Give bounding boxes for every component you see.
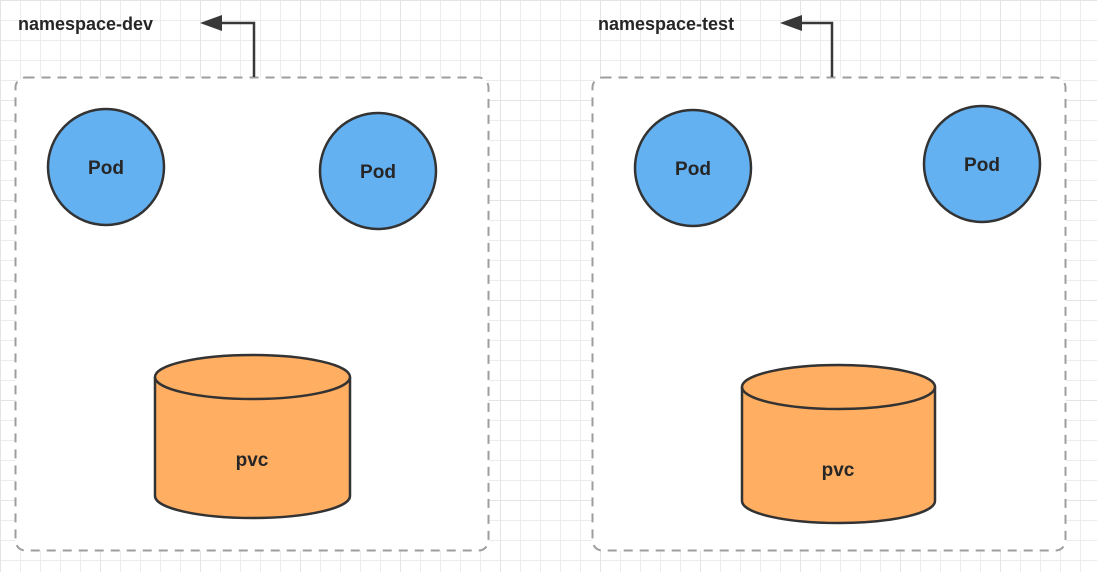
pod-circle xyxy=(633,108,753,228)
namespace-dev-group: namespace-dev Pod Pod pvc xyxy=(14,14,490,552)
pod-shape: Pod xyxy=(46,107,166,227)
pod-shape: Pod xyxy=(633,108,753,228)
pvc-cylinder-body xyxy=(153,377,352,520)
namespace-dev-arrow-line xyxy=(221,21,256,77)
pod-circle xyxy=(922,104,1042,224)
pod-circle xyxy=(46,107,166,227)
namespace-dev-arrow xyxy=(200,15,256,77)
pvc-cylinder-top xyxy=(740,363,937,411)
pvc-shape: pvc xyxy=(740,363,937,525)
namespace-dev-label: namespace-dev xyxy=(18,14,153,34)
pvc-label: pvc xyxy=(236,450,269,471)
pvc-label: pvc xyxy=(822,460,855,481)
namespace-dev-arrowhead-icon xyxy=(200,15,222,31)
pod-label: Pod xyxy=(360,162,396,183)
pvc-cylinder-body xyxy=(740,387,937,525)
pod-circle xyxy=(318,111,438,231)
pvc-cylinder-top xyxy=(153,353,352,401)
namespace-test-group: namespace-test Pod Pod pvc xyxy=(591,14,1067,552)
pod-label: Pod xyxy=(675,159,711,180)
pod-shape: Pod xyxy=(318,111,438,231)
namespace-test-label: namespace-test xyxy=(598,14,734,34)
pod-label: Pod xyxy=(88,158,124,179)
namespace-test-arrow-line xyxy=(801,21,834,77)
namespace-test-arrow xyxy=(780,15,834,77)
pod-label: Pod xyxy=(964,155,1000,176)
pod-shape: Pod xyxy=(922,104,1042,224)
namespace-test-arrowhead-icon xyxy=(780,15,802,31)
pvc-shape: pvc xyxy=(153,353,352,520)
